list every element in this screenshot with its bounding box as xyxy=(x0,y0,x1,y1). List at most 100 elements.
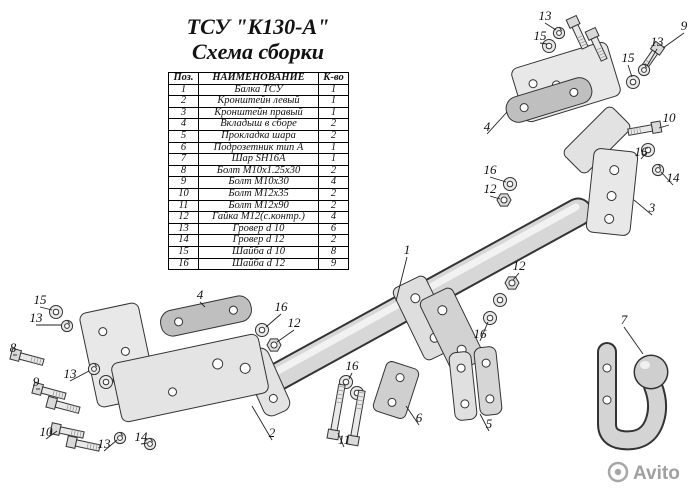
pos-cell: 9 xyxy=(168,176,199,189)
callout-leader-line xyxy=(348,372,353,380)
watermark-band xyxy=(0,456,700,495)
name-cell: Балка ТСУ xyxy=(198,83,319,97)
callout-leader-line xyxy=(405,405,420,426)
callout-leader-line xyxy=(395,256,408,302)
callout-label: 1 xyxy=(404,242,411,257)
callout-label: 5 xyxy=(486,416,493,431)
bolt-icon xyxy=(49,422,86,441)
pos-cell: 13 xyxy=(168,222,199,236)
callout-label: 12 xyxy=(513,258,527,273)
bolt-icon xyxy=(65,435,102,454)
left-bracket xyxy=(79,302,269,423)
tow-ball xyxy=(597,342,669,451)
callout-leader-line xyxy=(276,329,295,343)
washer-icon xyxy=(503,177,517,191)
callout-label: 13 xyxy=(98,436,112,451)
qty-cell: 1 xyxy=(318,106,349,120)
pos-cell: 8 xyxy=(168,164,199,178)
callout-label: 4 xyxy=(197,287,204,302)
callout-leader-line xyxy=(627,64,633,78)
qty-cell: 8 xyxy=(318,245,349,259)
name-cell: Болт М10х30 xyxy=(198,176,319,189)
washer-icon xyxy=(483,311,497,325)
ball-spacer-plates xyxy=(448,346,503,421)
callout-label: 7 xyxy=(621,312,628,327)
callout-label: 16 xyxy=(346,358,360,373)
callout-label: 14 xyxy=(135,429,149,444)
callout-label: 6 xyxy=(416,410,423,425)
callout-leader-line xyxy=(486,111,508,135)
callout-leader-line xyxy=(633,199,653,216)
callout-label: 15 xyxy=(534,28,548,43)
pos-cell: 6 xyxy=(168,141,199,155)
callout-label: 12 xyxy=(288,315,302,330)
callout-label: 10 xyxy=(40,424,54,439)
callout-label: 10 xyxy=(663,110,677,125)
callout-leader-line xyxy=(646,48,658,67)
socket-plate xyxy=(372,361,420,419)
grover-icon xyxy=(113,431,127,445)
bolt-long-icon xyxy=(346,389,368,447)
callout-leader-line xyxy=(544,22,557,31)
name-cell: Гровер d 10 xyxy=(198,222,319,236)
qty-cell: 2 xyxy=(318,129,349,143)
washer-icon xyxy=(49,305,63,319)
name-cell: Шайба d 10 xyxy=(198,245,319,259)
callout-leader-line xyxy=(39,306,53,311)
qty-cell: 1 xyxy=(318,83,349,97)
nut-icon xyxy=(504,276,520,290)
qty-cell: 4 xyxy=(318,176,349,189)
callout-label: 16 xyxy=(484,162,498,177)
avito-logo-icon xyxy=(607,461,629,483)
callout-label: 13 xyxy=(539,8,553,23)
pos-cell: 10 xyxy=(168,187,199,201)
watermark: Avito xyxy=(0,456,700,495)
callout-leader-line xyxy=(539,42,548,45)
name-cell: Кронштейн левый xyxy=(198,95,319,108)
name-cell: Шар SH16A xyxy=(198,153,319,166)
insert-plate-top xyxy=(505,77,593,123)
callout-leader-line xyxy=(103,439,118,452)
qty-cell: 9 xyxy=(318,257,349,271)
callout-leader-line xyxy=(662,32,685,49)
pos-cell: 5 xyxy=(168,129,199,143)
qty-cell: 1 xyxy=(318,141,349,155)
callout-label: 11 xyxy=(338,432,350,447)
washer-icon xyxy=(493,293,507,307)
washer-icon xyxy=(99,375,113,389)
callout-leader-line xyxy=(640,151,648,160)
callout-label: 3 xyxy=(648,200,656,215)
washer-icon xyxy=(255,323,269,337)
name-cell: Болт М12х35 xyxy=(198,187,319,201)
callout-leader-line xyxy=(199,301,206,308)
name-cell: Кронштейн правый xyxy=(198,106,319,120)
pos-cell: 4 xyxy=(168,118,199,131)
callout-label: 9 xyxy=(681,18,688,33)
washer-icon xyxy=(626,75,640,89)
title-line2: Схема сборки xyxy=(191,39,324,65)
name-cell: Вкладыш в сборе xyxy=(198,118,319,131)
bolt-icon xyxy=(626,120,663,139)
callout-label: 13 xyxy=(30,310,44,325)
table-header-row: Поз. НАИМЕНОВАНИЕ К-во xyxy=(168,72,349,85)
callout-leader-line xyxy=(69,370,90,382)
pos-cell: 3 xyxy=(168,106,199,120)
callout-label: 14 xyxy=(667,170,681,185)
avito-logo-dot-icon xyxy=(614,468,622,476)
pos-cell: 15 xyxy=(168,245,199,259)
callout-label: 16 xyxy=(275,299,289,314)
callout-label: 15 xyxy=(622,50,636,65)
name-cell: Шайба d 12 xyxy=(198,257,319,271)
